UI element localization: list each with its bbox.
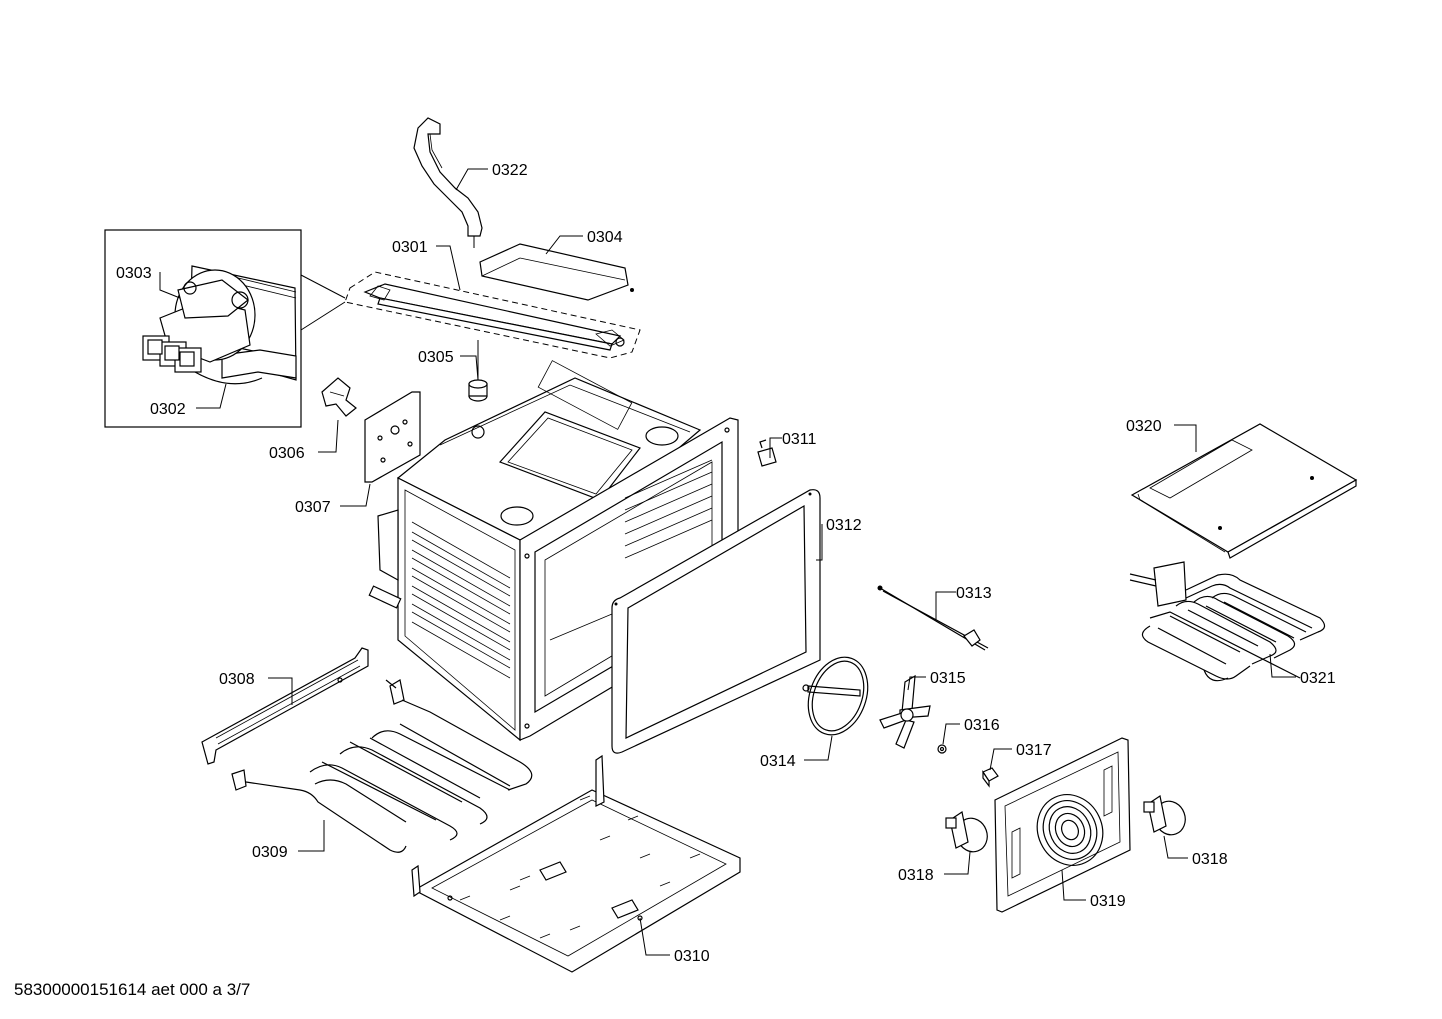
part-0307-plate	[364, 391, 421, 483]
label-0301: 0301	[392, 239, 428, 256]
part-0318-lamp-left	[945, 811, 988, 853]
part-0310-bottom-panel	[411, 754, 741, 973]
inset-fan-motor	[104, 229, 346, 428]
part-0317-block	[982, 767, 999, 788]
label-0311: 0311	[782, 431, 817, 448]
label-0305: 0305	[418, 349, 454, 366]
part-0305-socket	[468, 379, 488, 402]
part-0318-lamp-right	[1143, 795, 1186, 836]
leader-lines	[159, 168, 1296, 956]
document-reference: 58300000151614 aet 000 a 3/7	[14, 980, 251, 999]
part-0320-tray	[1130, 423, 1358, 559]
label-0304: 0304	[587, 229, 623, 246]
part-0316-nut	[937, 744, 947, 754]
label-0303: 0303	[116, 265, 152, 282]
part-0319-back-panel	[994, 737, 1131, 913]
part-0308-bracket	[201, 647, 369, 765]
label-0308: 0308	[219, 671, 255, 688]
label-0313: 0313	[956, 585, 992, 602]
label-0306: 0306	[269, 445, 305, 462]
part-0304-cover	[479, 243, 634, 301]
label-0302: 0302	[150, 401, 186, 418]
part-0309-heater-bottom	[231, 679, 533, 853]
part-0312-gasket	[611, 489, 821, 754]
label-0312: 0312	[826, 517, 862, 534]
part-0322-hose	[413, 117, 483, 248]
part-0321-heater-top	[1129, 561, 1326, 682]
part-0314-ring	[802, 656, 869, 736]
part-labels: 0322 0304 0301 0303 0302 0305 0306 0307 …	[116, 162, 1336, 965]
label-0317: 0317	[1016, 742, 1052, 759]
label-0315: 0315	[930, 670, 966, 687]
label-0319: 0319	[1090, 893, 1126, 910]
part-0306-clip	[321, 377, 357, 417]
label-0310: 0310	[674, 948, 710, 965]
label-0318-left: 0318	[898, 867, 934, 884]
part-0301-rail	[344, 271, 641, 380]
label-0309: 0309	[252, 844, 288, 861]
label-0321: 0321	[1300, 670, 1336, 687]
part-0315-fan	[879, 674, 931, 749]
part-oven-cavity	[368, 360, 739, 742]
label-0320: 0320	[1126, 418, 1162, 435]
label-0316: 0316	[964, 717, 1000, 734]
label-0318-right: 0318	[1192, 851, 1228, 868]
part-0311-fitting	[757, 439, 777, 467]
label-0307: 0307	[295, 499, 331, 516]
label-0322: 0322	[492, 162, 528, 179]
label-0314: 0314	[760, 753, 796, 770]
